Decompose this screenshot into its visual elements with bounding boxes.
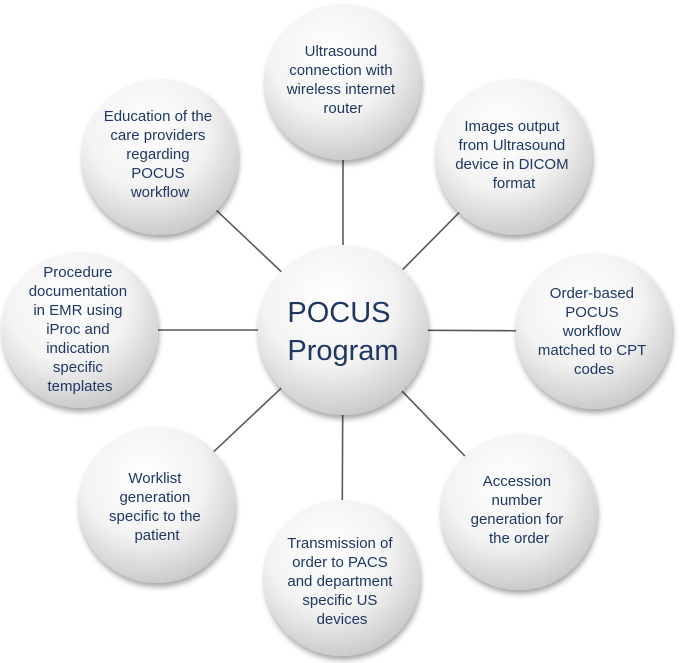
node-bubble xyxy=(82,79,238,235)
node-label-line: the order xyxy=(489,530,549,547)
node-label-line: format xyxy=(493,175,536,192)
center-node: POCUS Program xyxy=(258,245,428,415)
node-label-line: generation xyxy=(119,489,190,506)
node-label-line: templates xyxy=(47,378,112,395)
node-bubble xyxy=(436,79,592,235)
node-bubble xyxy=(516,253,672,409)
node-label-line: specific to the xyxy=(109,508,201,525)
node-label: Images output from Ultrasound device in … xyxy=(455,118,573,192)
node-label-line: POCUS xyxy=(131,165,184,182)
node-label-line: iProc and xyxy=(46,321,109,338)
node-label-line: in EMR using xyxy=(33,302,122,319)
center-bubble xyxy=(258,245,428,415)
node-ultrasound-connection: Ultrasound connection with wireless inte… xyxy=(265,4,421,160)
node-bubble xyxy=(2,252,158,408)
node-worklist-generation: Worklist generation specific to the pati… xyxy=(79,427,235,583)
node-label-line: router xyxy=(323,100,362,117)
node-label-line: from Ultrasound xyxy=(459,137,566,154)
node-label-line: workflow xyxy=(562,323,622,340)
node-label: Worklist generation specific to the pati… xyxy=(109,470,205,544)
node-bubble xyxy=(264,500,420,656)
node-label-line: specific xyxy=(53,359,104,376)
node-label-line: generation for xyxy=(471,511,564,528)
center-label: POCUS Program xyxy=(287,297,398,367)
node-label-line: devices xyxy=(317,611,368,628)
node-bubble xyxy=(265,4,421,160)
node-images-output: Images output from Ultrasound device in … xyxy=(436,79,592,235)
node-label-line: Accession xyxy=(483,473,551,490)
node-label-line: order to PACS xyxy=(292,554,388,571)
node-label-line: Order-based xyxy=(550,285,634,302)
node-label-line: specific US xyxy=(302,592,377,609)
node-order-based-workflow: Order-based POCUS workflow matched to CP… xyxy=(516,253,672,409)
node-label: Education of the care providers regardin… xyxy=(104,108,217,201)
center-label-line: POCUS xyxy=(287,297,390,329)
node-label: Order-based POCUS workflow matched to CP… xyxy=(538,285,650,378)
node-label-line: documentation xyxy=(29,283,127,300)
node-label-line: matched to CPT xyxy=(538,342,646,359)
node-label-line: Procedure xyxy=(43,264,112,281)
node-procedure-documentation: Procedure documentation in EMR using iPr… xyxy=(2,252,158,408)
node-label-line: Education of the xyxy=(104,108,212,125)
connector-line xyxy=(400,389,467,458)
node-label-line: Worklist xyxy=(128,470,182,487)
node-label-line: wireless internet xyxy=(286,81,396,98)
connector-lines xyxy=(156,158,519,503)
node-label-line: workflow xyxy=(130,184,190,201)
node-label-line: connection with xyxy=(289,62,392,79)
center-label-line: Program xyxy=(287,335,398,367)
connector-line xyxy=(211,386,284,454)
node-label-line: Ultrasound xyxy=(305,43,378,60)
node-label: Ultrasound connection with wireless inte… xyxy=(286,43,400,117)
node-label-line: Images output xyxy=(464,118,560,135)
node-label-line: Transmission of xyxy=(287,535,393,552)
node-label-line: indication xyxy=(46,340,109,357)
node-bubble xyxy=(441,434,597,590)
node-label-line: number xyxy=(491,492,542,509)
node-label-line: regarding xyxy=(126,146,189,163)
node-label-line: and department xyxy=(287,573,393,590)
node-label: Transmission of order to PACS and depart… xyxy=(287,535,396,628)
node-accession-number: Accession number generation for the orde… xyxy=(441,434,597,590)
node-label-line: device in DICOM xyxy=(455,156,568,173)
node-label: Procedure documentation in EMR using iPr… xyxy=(29,264,132,395)
node-transmission-of-order: Transmission of order to PACS and depart… xyxy=(264,500,420,656)
node-label: Accession number generation for the orde… xyxy=(471,473,568,547)
node-bubble xyxy=(79,427,235,583)
node-label-line: POCUS xyxy=(565,304,618,321)
node-label-line: patient xyxy=(134,527,180,544)
connector-line xyxy=(400,210,462,272)
connector-line xyxy=(214,208,284,274)
node-label-line: care providers xyxy=(110,127,205,144)
node-label-line: codes xyxy=(574,361,614,378)
node-education: Education of the care providers regardin… xyxy=(82,79,238,235)
